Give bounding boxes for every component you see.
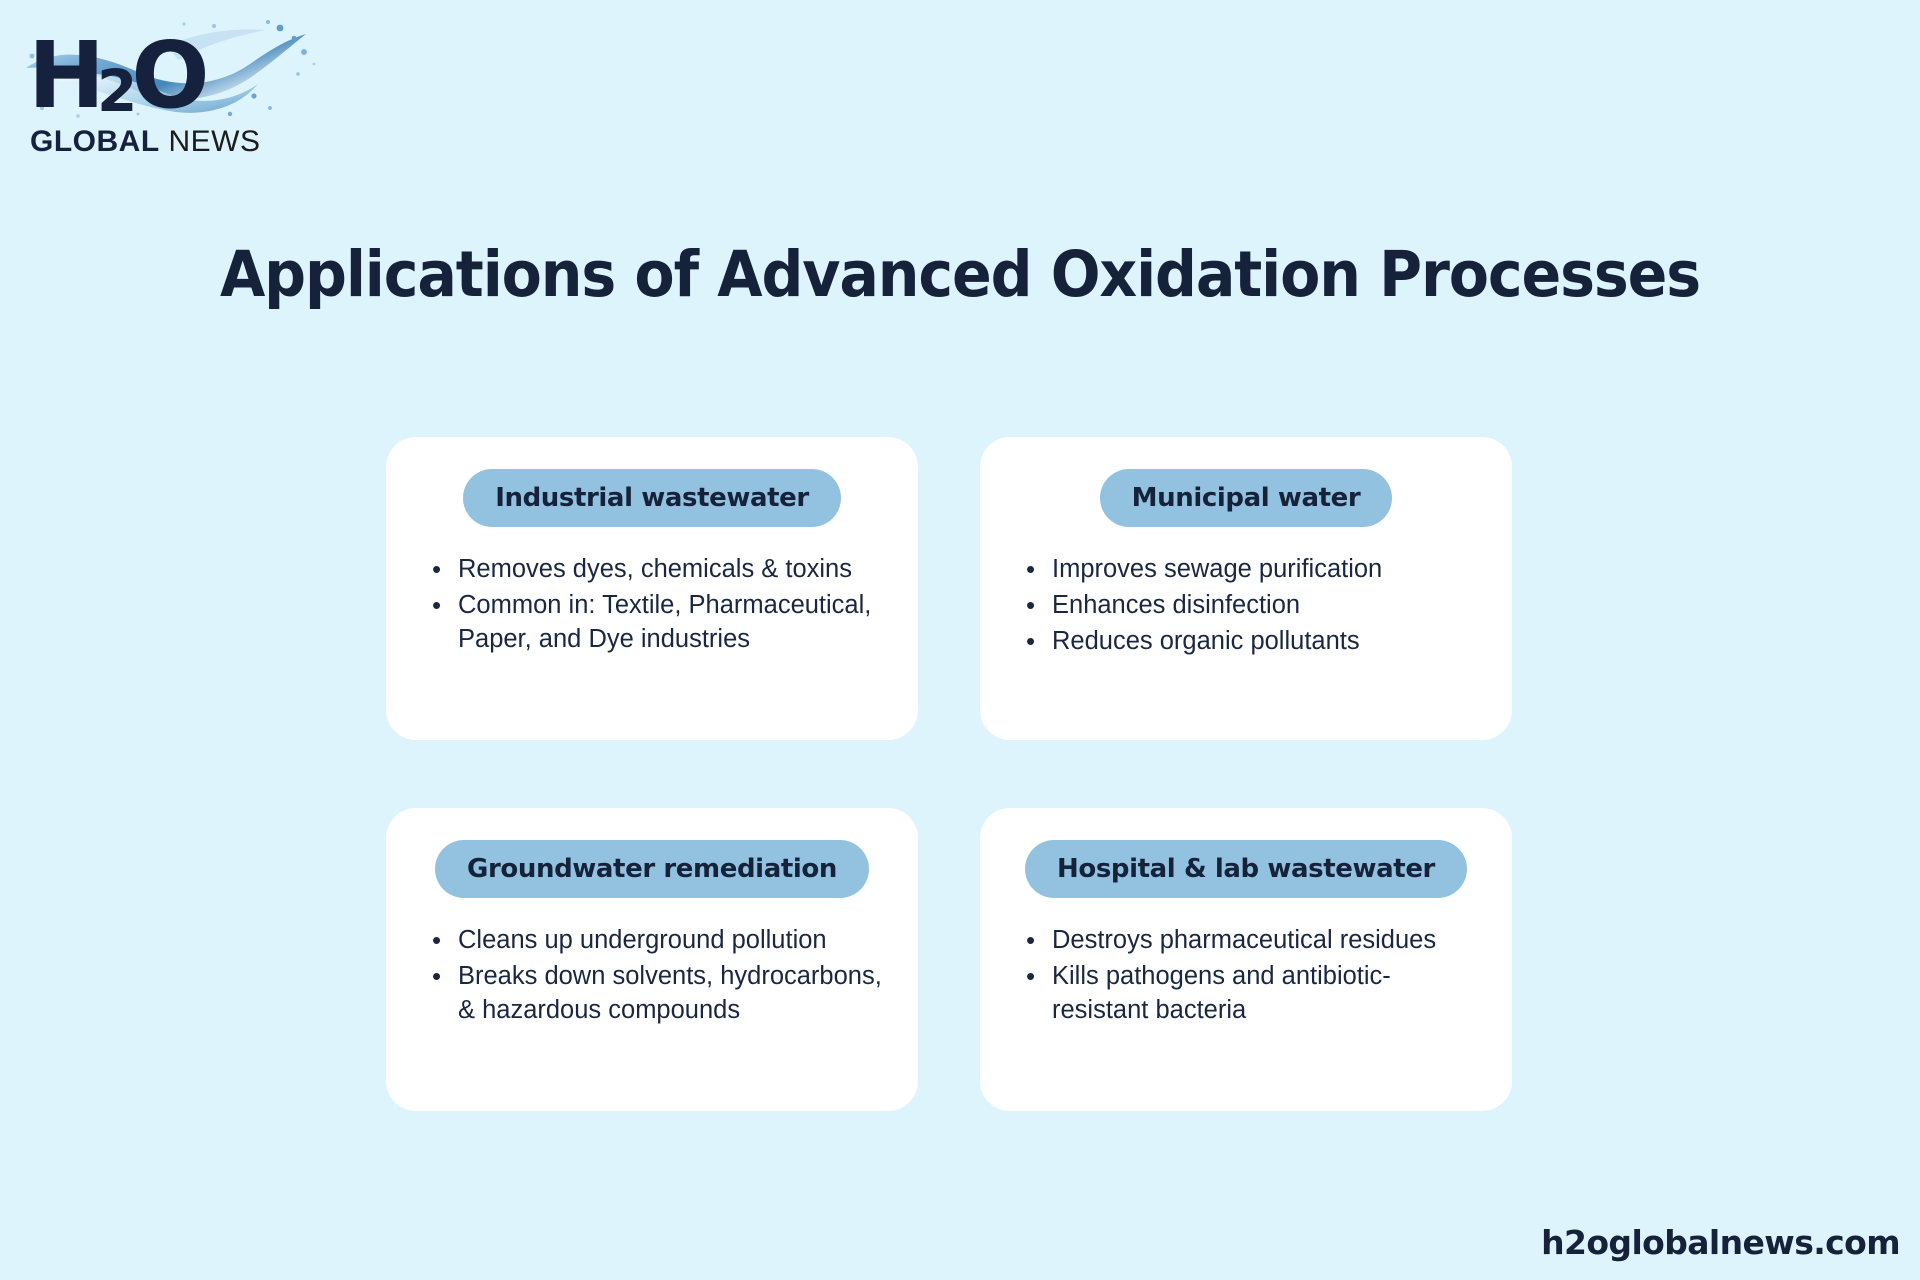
list-item: Removes dyes, chemicals & toxins <box>432 552 888 587</box>
card-heading-pill: Industrial wastewater <box>463 469 841 527</box>
card-bullet-list: Destroys pharmaceutical residues Kills p… <box>1026 923 1482 1028</box>
card-heading-pill: Groundwater remediation <box>435 840 869 898</box>
list-item: Improves sewage purification <box>1026 552 1482 587</box>
list-item: Destroys pharmaceutical residues <box>1026 923 1482 958</box>
logo-word-global: GLOBAL <box>30 125 160 158</box>
logo-letter-o: O <box>131 22 209 129</box>
logo-digit-2: 2 <box>97 57 137 125</box>
card-bullet-list: Cleans up underground pollution Breaks d… <box>432 923 888 1028</box>
card-bullet-list: Removes dyes, chemicals & toxins Common … <box>432 552 888 657</box>
list-item: Breaks down solvents, hydrocarbons, & ha… <box>432 959 888 1028</box>
card-bullet-list: Improves sewage purification Enhances di… <box>1026 552 1482 659</box>
logo-wordmark: GLOBAL NEWS <box>30 125 261 159</box>
card-industrial-wastewater: Industrial wastewater Removes dyes, chem… <box>386 437 918 740</box>
page-title: Applications of Advanced Oxidation Proce… <box>219 238 1701 311</box>
card-hospital-lab-wastewater: Hospital & lab wastewater Destroys pharm… <box>980 808 1512 1111</box>
card-groundwater-remediation: Groundwater remediation Cleans up underg… <box>386 808 918 1111</box>
list-item: Enhances disinfection <box>1026 588 1482 623</box>
card-municipal-water: Municipal water Improves sewage purifica… <box>980 437 1512 740</box>
list-item: Common in: Textile, Pharmaceutical, Pape… <box>432 588 888 657</box>
footer-website-url: h2oglobalnews.com <box>1541 1223 1901 1262</box>
applications-card-grid: Industrial wastewater Removes dyes, chem… <box>386 437 1512 1111</box>
list-item: Kills pathogens and antibiotic-resistant… <box>1026 959 1482 1028</box>
card-heading-pill: Hospital & lab wastewater <box>1025 840 1467 898</box>
logo-letter-h: H <box>28 22 105 129</box>
list-item: Reduces organic pollutants <box>1026 624 1482 659</box>
list-item: Cleans up underground pollution <box>432 923 888 958</box>
logo-word-news: NEWS <box>159 125 261 158</box>
card-heading-pill: Municipal water <box>1099 469 1393 527</box>
